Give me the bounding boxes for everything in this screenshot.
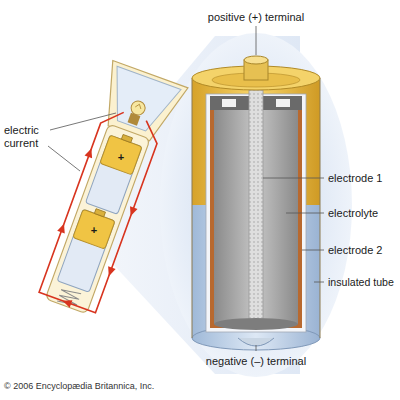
current-arrows (85, 147, 96, 158)
battery-cutaway (214, 318, 298, 330)
current-arrows (105, 266, 116, 277)
battery-cutaway (276, 99, 290, 107)
polarity-sign: + (91, 224, 97, 237)
battery-cutaway (249, 90, 263, 322)
battery-cell (57, 209, 115, 292)
current-arrows (39, 106, 163, 313)
battery-cutaway (244, 56, 268, 64)
battery-cell (121, 134, 132, 142)
part-label: negative (–) terminal (206, 355, 306, 368)
bulb (126, 99, 147, 126)
part-label: electrolyte (328, 207, 378, 220)
part-label: positive (+) terminal (208, 11, 304, 24)
part-label: electrode 2 (328, 244, 382, 257)
leader-line (286, 213, 324, 214)
part-label: electric current (4, 124, 54, 149)
leader-line (256, 345, 257, 351)
polarity-sign: + (118, 151, 124, 164)
battery-cutaway (320, 78, 321, 338)
leader-line (48, 113, 116, 171)
leader-line (302, 250, 324, 251)
battery-cutaway (238, 338, 274, 346)
bulb (135, 103, 142, 109)
leader-line (314, 282, 324, 283)
copyright-note: © 2006 Encyclopædia Britannica, Inc. (4, 381, 154, 391)
part-label: insulated tube (328, 276, 394, 288)
battery-cell (85, 135, 142, 214)
battery-cell (94, 209, 105, 217)
flashlight (45, 124, 150, 314)
part-label: electrode 1 (328, 172, 382, 185)
flashlight (28, 60, 188, 319)
battery-cell (73, 209, 115, 249)
leader-line (48, 146, 80, 171)
battery-cutaway (222, 99, 236, 107)
leader-line (256, 26, 257, 55)
battery-cell (100, 135, 142, 175)
battery-cutaway (192, 78, 193, 338)
leader-line (263, 178, 324, 179)
current-arrows (61, 297, 72, 308)
leader-line (256, 26, 324, 351)
current-arrows (127, 206, 138, 217)
battery-cutaway (192, 56, 320, 350)
spring (57, 287, 81, 308)
bulb (129, 99, 147, 117)
current-arrows (57, 222, 68, 233)
magnify-halo (160, 33, 352, 377)
current-arrows (34, 105, 167, 318)
leader-line (50, 113, 116, 130)
